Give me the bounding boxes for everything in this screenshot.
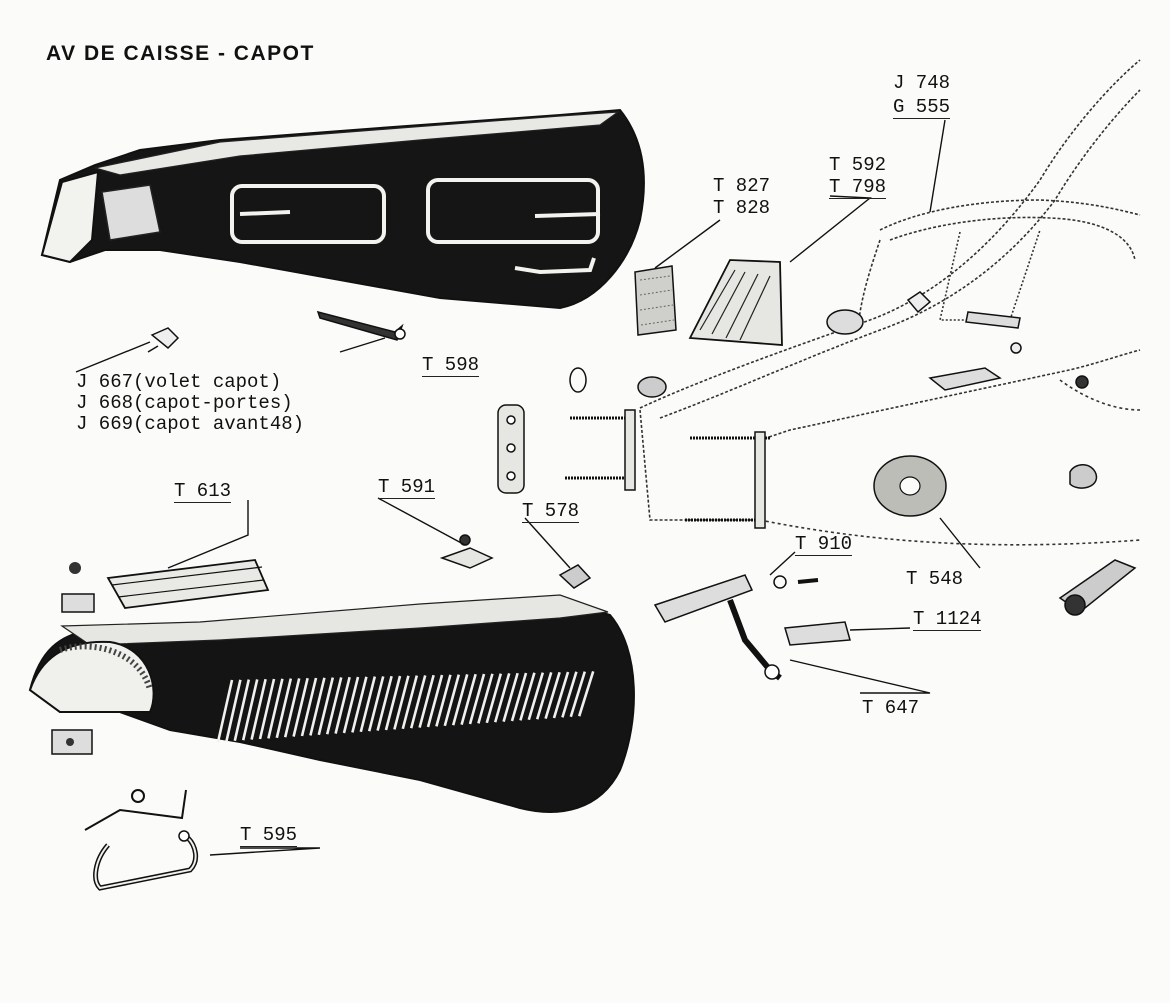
legend-code: J 667 bbox=[76, 371, 134, 393]
legend-desc: (volet capot) bbox=[133, 371, 282, 393]
wedge-block bbox=[688, 259, 783, 346]
small-clips bbox=[439, 534, 592, 589]
hood-catch-spring bbox=[84, 789, 199, 891]
label-t598: T 598 bbox=[422, 354, 480, 377]
legend-row: J 668(capot-portes) bbox=[76, 393, 304, 414]
label-t1124: T 1124 bbox=[913, 608, 982, 631]
label-t592: T 592 bbox=[829, 154, 887, 176]
wing-mount-plate bbox=[51, 729, 93, 755]
felt-washer bbox=[873, 455, 947, 517]
hood-panel bbox=[40, 108, 645, 310]
label-t595: T 595 bbox=[240, 824, 298, 847]
wing-grille bbox=[216, 671, 595, 743]
hood-flap-bumper bbox=[147, 327, 180, 353]
label-j748: J 748 bbox=[893, 72, 951, 94]
label-g555: G 555 bbox=[893, 96, 951, 119]
hood-hinge bbox=[61, 559, 270, 613]
part-legend: J 667(volet capot) J 668(capot-portes) J… bbox=[76, 372, 304, 435]
hinge-assembly bbox=[653, 559, 1137, 681]
label-t578: T 578 bbox=[522, 500, 580, 523]
label-t828: T 828 bbox=[713, 197, 771, 219]
label-t647: T 647 bbox=[862, 697, 920, 719]
label-t613: T 613 bbox=[174, 480, 232, 503]
legend-row: J 667(volet capot) bbox=[76, 372, 304, 393]
label-t798: T 798 bbox=[829, 176, 887, 199]
legend-desc: (capot avant48) bbox=[133, 413, 305, 435]
leader-lines bbox=[75, 119, 981, 856]
rubber-pad bbox=[634, 265, 677, 336]
legend-desc: (capot-portes) bbox=[133, 392, 293, 414]
label-t591: T 591 bbox=[378, 476, 436, 499]
label-t827: T 827 bbox=[713, 175, 771, 197]
hood-stay-rod bbox=[316, 310, 406, 341]
front-wing-panel bbox=[28, 594, 635, 813]
mounting-studs bbox=[497, 291, 1098, 529]
label-t548: T 548 bbox=[906, 568, 964, 590]
legend-row: J 669(capot avant48) bbox=[76, 414, 304, 435]
label-t910: T 910 bbox=[795, 533, 853, 556]
diagram-title: AV DE CAISSE - CAPOT bbox=[46, 42, 315, 65]
legend-code: J 669 bbox=[76, 413, 134, 435]
legend-code: J 668 bbox=[76, 392, 134, 414]
